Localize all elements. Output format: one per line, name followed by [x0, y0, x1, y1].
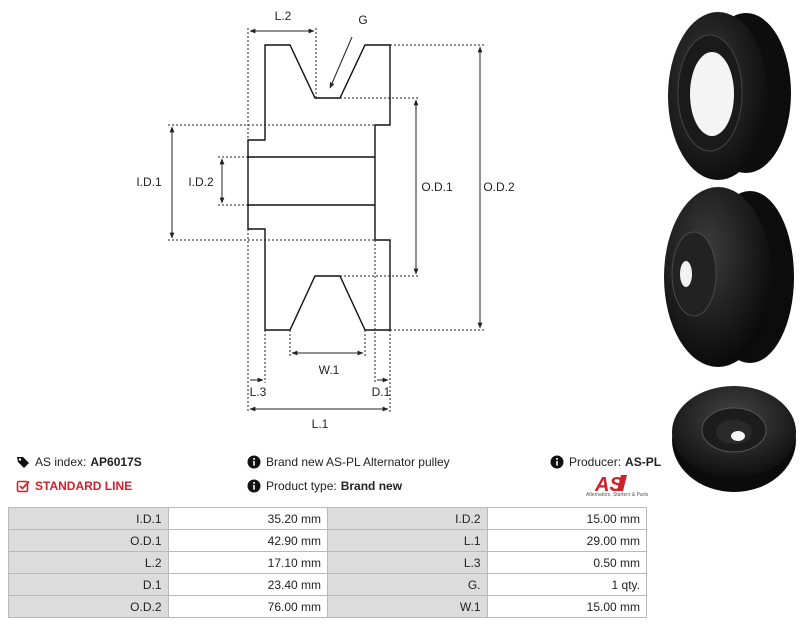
as-pl-logo: AS — [594, 474, 627, 496]
as-index-label: AS index: — [35, 455, 87, 469]
description-text: Brand new AS-PL Alternator pulley — [266, 455, 450, 469]
label-l2: L.2 — [275, 9, 292, 23]
spec-value: 76.00 mm — [167, 595, 328, 618]
checkbox-icon — [16, 480, 30, 493]
spec-value: 23.40 mm — [167, 573, 328, 596]
label-d1: D.1 — [372, 385, 391, 399]
spec-key: L.2 — [8, 551, 169, 574]
label-g: G — [358, 13, 367, 27]
spec-key: I.D.1 — [8, 507, 169, 530]
product-description: Brand new AS-PL Alternator pulley — [247, 455, 450, 469]
product-photo-front — [672, 386, 796, 492]
svg-text:AS: AS — [594, 474, 623, 496]
label-id2: I.D.2 — [188, 175, 214, 189]
producer: Producer: AS-PL — [550, 455, 661, 469]
spec-key: O.D.1 — [8, 529, 169, 552]
spec-key: L.3 — [327, 551, 488, 574]
pulley-technical-drawing: L.2 G I.D.1 I.D.2 O.D.1 O.D.2 W.1 L.3 D.… — [136, 9, 515, 431]
spec-value: 15.00 mm — [486, 595, 647, 618]
as-index: AS index: AP6017S — [16, 455, 142, 469]
label-id1: I.D.1 — [136, 175, 162, 189]
dimension-labels: L.2 G I.D.1 I.D.2 O.D.1 O.D.2 W.1 L.3 D.… — [136, 9, 515, 431]
standard-line-label: STANDARD LINE — [35, 479, 133, 493]
product-type: Product type: Brand new — [247, 479, 402, 493]
spec-key: G. — [327, 573, 488, 596]
info-icon — [247, 479, 261, 493]
dimension-arrows — [169, 28, 483, 412]
brand-tagline: Alternators, Starters & Parts — [586, 492, 649, 498]
pulley-outline — [247, 44, 391, 331]
label-l3: L.3 — [250, 385, 267, 399]
spec-value: 1 qty. — [486, 573, 647, 596]
spec-value: 0.50 mm — [486, 551, 647, 574]
spec-value: 15.00 mm — [486, 507, 647, 530]
spec-key: D.1 — [8, 573, 169, 596]
spec-key: I.D.2 — [327, 507, 488, 530]
spec-value: 35.20 mm — [167, 507, 328, 530]
info-icon — [550, 455, 564, 469]
spec-value: 17.10 mm — [167, 551, 328, 574]
as-index-value: AP6017S — [90, 455, 142, 469]
spec-key: L.1 — [327, 529, 488, 552]
spec-key: W.1 — [327, 595, 488, 618]
product-type-value: Brand new — [340, 479, 403, 493]
producer-label: Producer: — [569, 455, 622, 469]
spec-value: 29.00 mm — [486, 529, 647, 552]
label-od2: O.D.2 — [483, 180, 515, 194]
dimension-lines — [168, 28, 485, 412]
tag-icon — [17, 457, 29, 468]
product-photo-angled — [668, 12, 791, 180]
label-od1: O.D.1 — [421, 180, 453, 194]
standard-line: STANDARD LINE — [16, 479, 132, 493]
label-l1: L.1 — [312, 417, 329, 431]
product-photo-side — [664, 187, 794, 367]
spec-value: 42.90 mm — [167, 529, 328, 552]
spec-key: O.D.2 — [8, 595, 169, 618]
label-w1: W.1 — [319, 363, 340, 377]
info-icon — [247, 455, 261, 469]
producer-value: AS-PL — [625, 455, 662, 469]
product-type-label: Product type: — [266, 479, 337, 493]
